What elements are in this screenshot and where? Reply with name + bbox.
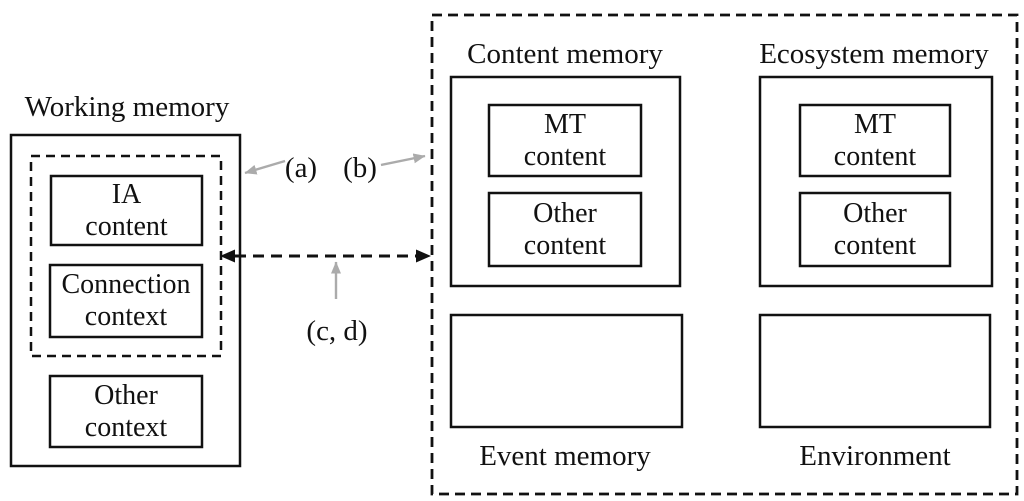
ecosystem-mt-content-label: MT content [833, 108, 917, 172]
arrow-a-pointer [244, 159, 286, 175]
arrow-b-pointer [380, 153, 426, 167]
working-memory-title: Working memory [24, 91, 230, 123]
ecosystem-memory-title: Ecosystem memory [759, 38, 989, 70]
annotation-cd: (c, d) [306, 315, 368, 347]
annotation-b: (b) [343, 152, 377, 184]
annotation-a: (a) [284, 152, 318, 184]
dashed-double-arrow-right-head [416, 249, 431, 263]
ecosystem-mt-content-box [798, 103, 952, 178]
event-memory-title: Event memory [479, 440, 651, 472]
right-panel-dashed-box [430, 13, 1019, 496]
content-memory-box [449, 75, 682, 288]
content-other-content-box [487, 191, 643, 268]
event-memory-box [449, 313, 684, 429]
connection-context-box [48, 263, 204, 339]
environment-box [758, 313, 992, 429]
ecosystem-memory-box [758, 75, 994, 288]
ia-content-box [49, 174, 204, 247]
environment-title: Environment [799, 440, 951, 472]
content-other-content-label: Other content [523, 197, 607, 261]
other-context-box [48, 374, 204, 449]
content-memory-title: Content memory [467, 38, 663, 70]
connection-context-label: Connection context [61, 269, 191, 332]
other-context-label: Other context [84, 379, 168, 443]
dashed-double-arrow-left-head [220, 249, 235, 263]
working-memory-box [9, 133, 242, 468]
ecosystem-other-content-label: Other content [833, 197, 917, 261]
content-mt-content-box [487, 103, 643, 178]
ia-content-label: IA content [85, 178, 168, 242]
content-mt-content-label: MT content [523, 108, 607, 172]
ecosystem-other-content-box [798, 191, 952, 268]
